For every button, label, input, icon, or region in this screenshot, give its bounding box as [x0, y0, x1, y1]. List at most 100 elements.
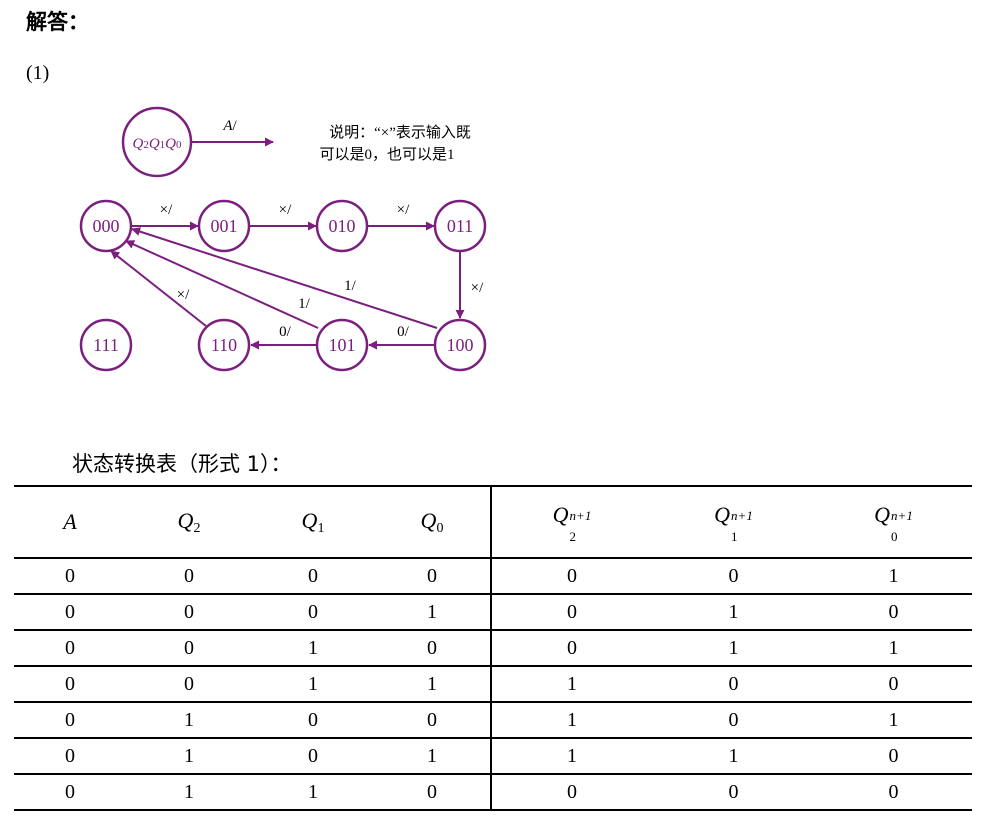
label-100-101: 0/: [397, 324, 410, 340]
header-q0: Q0: [374, 485, 492, 559]
cell-q2: 0: [126, 558, 252, 595]
state-101-circle: [315, 318, 369, 372]
cell-q0: 0: [374, 774, 492, 811]
cell-q0: 1: [374, 594, 492, 631]
cell-a: 0: [14, 738, 126, 775]
label-110-000: ×/: [177, 287, 190, 303]
state-000-label: 000: [93, 216, 120, 236]
cell-q0-next: 1: [815, 558, 972, 595]
cell-q0-next: 0: [815, 594, 972, 631]
state-000-circle: [79, 199, 133, 253]
state-110-circle: [197, 318, 251, 372]
legend-note-line1: 说明：“×”表示输入既: [329, 124, 471, 141]
state-011-label: 011: [447, 216, 473, 236]
cell-q2-next: 0: [491, 630, 652, 667]
cell-q0-next: 1: [815, 630, 972, 667]
cell-q0-next: 0: [815, 738, 972, 775]
legend-arrow-label: A/: [222, 118, 237, 134]
state-111-label: 111: [93, 335, 119, 355]
transition-101-000: [125, 240, 319, 329]
cell-q0: 1: [374, 666, 492, 703]
label-100-000: 1/: [344, 278, 357, 294]
legend-note-line2: 可以是0，也可以是1: [319, 146, 454, 163]
cell-q1: 0: [252, 558, 374, 595]
cell-q1: 1: [252, 630, 374, 667]
cell-q1-next: 0: [652, 666, 815, 703]
header-q1: Q1: [252, 485, 374, 559]
cell-q2-next: 0: [491, 774, 652, 811]
cell-q1: 1: [252, 666, 374, 703]
state-110-label: 110: [211, 335, 237, 355]
state-011-circle: [433, 199, 487, 253]
cell-q2-next: 1: [491, 666, 652, 703]
legend-state-label: Q2Q1Q0: [132, 136, 182, 152]
header-a: A: [14, 485, 126, 559]
state-101-label: 101: [329, 335, 356, 355]
table-title: 状态转换表（形式 1）：: [72, 452, 292, 476]
cell-q2: 1: [126, 774, 252, 811]
cell-q0: 0: [374, 630, 492, 667]
cell-q2: 1: [126, 702, 252, 739]
cell-q1-next: 1: [652, 630, 815, 667]
answer-heading: 解答：: [26, 10, 89, 34]
header-q2: Q2: [126, 485, 252, 559]
cell-q1: 0: [252, 738, 374, 775]
cell-q1-next: 0: [652, 558, 815, 595]
cell-q2: 0: [126, 630, 252, 667]
cell-q0: 1: [374, 738, 492, 775]
cell-a: 0: [14, 594, 126, 631]
cell-q0-next: 0: [815, 774, 972, 811]
state-001-label: 001: [211, 216, 238, 236]
cell-q2-next: 1: [491, 738, 652, 775]
cell-q2: 0: [126, 594, 252, 631]
label-010-011: ×/: [397, 202, 410, 218]
label-101-000: 1/: [298, 296, 311, 312]
state-111-circle: [79, 318, 133, 372]
cell-q2-next: 1: [491, 702, 652, 739]
cell-q1-next: 1: [652, 738, 815, 775]
part-label: (1): [26, 62, 50, 84]
cell-q0: 0: [374, 558, 492, 595]
cell-a: 0: [14, 558, 126, 595]
cell-a: 0: [14, 774, 126, 811]
cell-q0-next: 1: [815, 702, 972, 739]
cell-a: 0: [14, 702, 126, 739]
cell-q0: 0: [374, 702, 492, 739]
state-001-circle: [197, 199, 251, 253]
cell-q1: 0: [252, 594, 374, 631]
cell-q2: 1: [126, 738, 252, 775]
cell-q1: 1: [252, 774, 374, 811]
label-011-100: ×/: [471, 280, 484, 296]
label-001-010: ×/: [279, 202, 292, 218]
label-101-110: 0/: [279, 324, 292, 340]
cell-q1-next: 0: [652, 774, 815, 811]
cell-q1-next: 1: [652, 594, 815, 631]
cell-a: 0: [14, 666, 126, 703]
transition-100-000: [131, 227, 438, 329]
state-100-circle: [433, 318, 487, 372]
state-100-label: 100: [447, 335, 474, 355]
cell-q2-next: 0: [491, 594, 652, 631]
cell-q2: 0: [126, 666, 252, 703]
state-diagram: Q2Q1Q0 A/ 说明：“×”表示输入既 可以是0，也可以是1 ×/ ×/ ×…: [79, 106, 487, 372]
state-010-label: 010: [329, 216, 356, 236]
label-000-001: ×/: [160, 202, 173, 218]
cell-q0-next: 0: [815, 666, 972, 703]
cell-q2-next: 0: [491, 558, 652, 595]
state-010-circle: [315, 199, 369, 253]
cell-a: 0: [14, 630, 126, 667]
cell-q1: 0: [252, 702, 374, 739]
